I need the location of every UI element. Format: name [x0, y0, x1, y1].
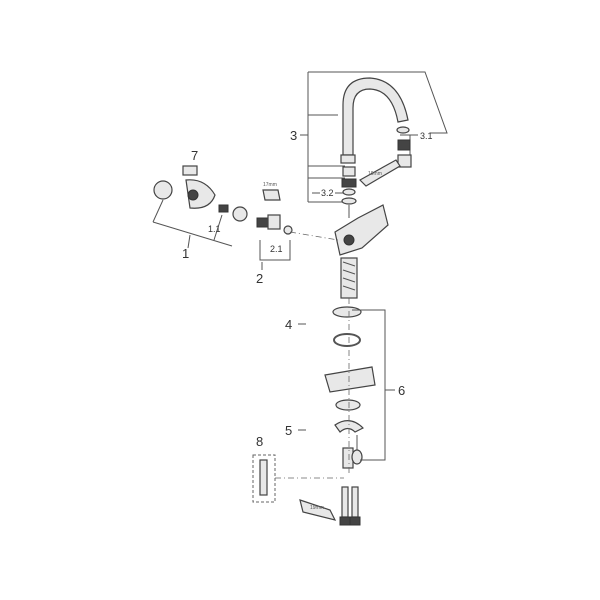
part-7 — [182, 165, 198, 176]
spout: 19mm — [340, 77, 412, 205]
mounting-parts: 4 5 6 — [285, 298, 405, 475]
callout-1: 1 — [182, 246, 189, 261]
callout-3: 3 — [290, 128, 297, 143]
callout-6: 6 — [398, 383, 405, 398]
callout-7: 7 — [191, 148, 198, 163]
callout-3-2: 3.2 — [321, 188, 334, 198]
callout-2-1: 2.1 — [270, 244, 283, 254]
wrench-bottom — [299, 499, 337, 521]
svg-text:19mm: 19mm — [368, 171, 382, 177]
service-parts: 8 19mm — [252, 434, 361, 526]
wrench-17mm — [262, 189, 281, 201]
callout-2: 2 — [256, 271, 263, 286]
callout-4: 4 — [285, 317, 292, 332]
svg-text:17mm: 17mm — [263, 182, 277, 188]
cartridge-parts: 7 1.1 1 17mm 2.1 2 — [152, 148, 339, 286]
callout-5: 5 — [285, 423, 292, 438]
callout-group-3: 3 3.1 3.2 — [290, 71, 448, 203]
svg-text:19mm: 19mm — [310, 505, 324, 511]
mixer-body — [334, 204, 389, 299]
callout-3-1: 3.1 — [420, 131, 433, 141]
wrench-top — [359, 159, 401, 187]
callout-1-1: 1.1 — [208, 224, 221, 234]
callout-8: 8 — [256, 434, 263, 449]
